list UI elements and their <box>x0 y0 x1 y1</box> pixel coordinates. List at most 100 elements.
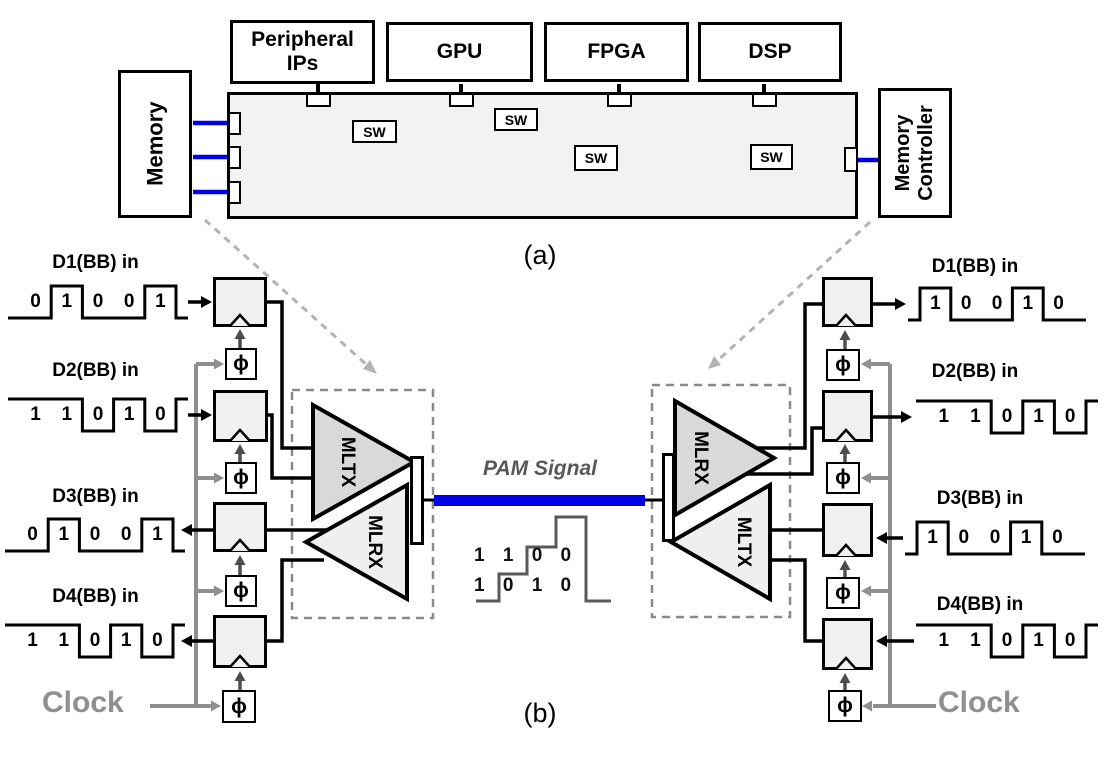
bus-port-left-3 <box>228 181 241 204</box>
bus-port-left-2 <box>228 146 241 169</box>
right-d4-label: D4(BB) in <box>936 594 1024 615</box>
waveform-bit: 1 <box>30 404 41 425</box>
clock-arrowheads <box>211 358 872 712</box>
waveform-bit: 1 <box>58 524 70 545</box>
phi-symbol: ϕ <box>233 579 249 602</box>
waveform-bit: 1 <box>123 404 135 425</box>
waveform-bit: 0 <box>960 293 972 314</box>
waveform-bit: 0 <box>155 404 166 425</box>
right-mlrx-label: MLRX <box>690 431 711 485</box>
switch-1-label: SW <box>363 123 386 140</box>
left-ff-d3 <box>213 502 267 552</box>
left-mltx-label: MLTX <box>337 436 358 488</box>
waveform-bit: 0 <box>989 527 1001 548</box>
left-ff-d2 <box>213 390 268 442</box>
waveform-trace <box>916 623 1098 659</box>
waveform-bit: 1 <box>1022 293 1034 314</box>
waveform-bit: 0 <box>123 291 135 312</box>
switch-3-label: SW <box>584 150 608 166</box>
fpga-label: FPGA <box>587 40 646 63</box>
right-mlrx-triangle <box>673 397 779 519</box>
bus-port-right <box>844 147 858 172</box>
left-phi-2: ϕ <box>225 462 257 494</box>
waveform-bit: 1 <box>938 630 950 651</box>
waveform-bit: 0 <box>1052 527 1063 548</box>
waveform-trace <box>5 517 185 553</box>
waveform-bit: 0 <box>27 524 38 545</box>
right-ff-d3 <box>822 503 873 557</box>
switch-3: SW <box>574 145 618 171</box>
right-ff-d4 <box>822 618 873 670</box>
phi-symbol: ϕ <box>835 581 851 604</box>
waveform-bit: 1 <box>61 404 73 425</box>
panel-a-label: (a) <box>523 240 557 270</box>
waveform-bit: 0 <box>991 293 1003 314</box>
dsp-label: DSP <box>748 40 792 63</box>
phi-symbol: ϕ <box>233 466 249 489</box>
waveform-bit: 0 <box>1064 630 1076 651</box>
left-d3-label: D3(BB) in <box>52 486 139 507</box>
waveform-bit: 0 <box>152 630 163 651</box>
waveform-bit: 0 <box>1001 406 1013 427</box>
fpga-block: FPGA <box>544 22 689 82</box>
data-arrows <box>188 300 914 643</box>
right-phi-4: ϕ <box>828 690 862 722</box>
waveform-trace <box>8 397 188 433</box>
left-transceiver-dashed-box <box>290 388 435 620</box>
switch-2-label: SW <box>504 111 528 128</box>
right-mltx-triangle <box>666 481 772 603</box>
waveform-bit: 1 <box>27 630 38 651</box>
phi-symbol: ϕ <box>233 352 249 375</box>
left-d1-label: D1(BB) in <box>52 252 139 273</box>
waveform-bit: 1 <box>155 291 166 312</box>
waveform-bit: 0 <box>92 291 104 312</box>
right-channel-port <box>662 453 675 542</box>
waveform-bit: 1 <box>1033 630 1044 651</box>
bus-port-left-1 <box>228 112 241 135</box>
waveform-trace <box>916 399 1098 435</box>
memory-label: Memory <box>142 101 168 187</box>
right-ff-d1 <box>822 277 873 327</box>
left-ff-d1 <box>213 277 267 327</box>
panel-link-arrows <box>203 218 872 374</box>
bus-tap-fpga <box>607 93 632 107</box>
left-mltx-triangle <box>311 401 419 523</box>
pam-signal-label: PAM Signal <box>483 457 597 480</box>
memory-controller-block: Memory Controller <box>878 88 952 218</box>
phi-symbol: ϕ <box>837 694 853 717</box>
waveform-bit: 1 <box>938 406 950 427</box>
left-channel-port <box>410 456 424 545</box>
left-clock-label: Clock <box>42 686 124 719</box>
pam-bits-top: 1 1 0 0 <box>474 545 572 566</box>
bus-tap-peripheral <box>306 93 331 107</box>
waveform-trace <box>908 286 1086 322</box>
switch-2: SW <box>494 108 538 131</box>
left-d2-label: D2(BB) in <box>52 360 139 381</box>
phi-symbol: ϕ <box>231 694 247 718</box>
memory-block: Memory <box>118 70 192 218</box>
left-phi-3: ϕ <box>225 575 257 607</box>
gpu-block: GPU <box>386 22 533 82</box>
panel-b-label: (b) <box>523 698 557 728</box>
waveform-bit: 0 <box>120 524 132 545</box>
waveform-bit: 0 <box>1001 630 1013 651</box>
memory-controller-label: Memory Controller <box>892 105 937 201</box>
waveform-trace <box>905 520 1085 556</box>
waveform-bit: 0 <box>92 404 104 425</box>
switch-4-label: SW <box>760 149 783 165</box>
switch-1: SW <box>352 120 397 143</box>
waveform-bit: 0 <box>30 291 41 312</box>
left-d4-label: D4(BB) in <box>52 586 139 607</box>
switch-4: SW <box>750 144 793 170</box>
phi-symbol: ϕ <box>835 353 851 376</box>
left-mlrx-label: MLRX <box>364 515 385 569</box>
right-d1-label: D1(BB) in <box>931 256 1019 277</box>
clock-tree <box>150 362 936 708</box>
